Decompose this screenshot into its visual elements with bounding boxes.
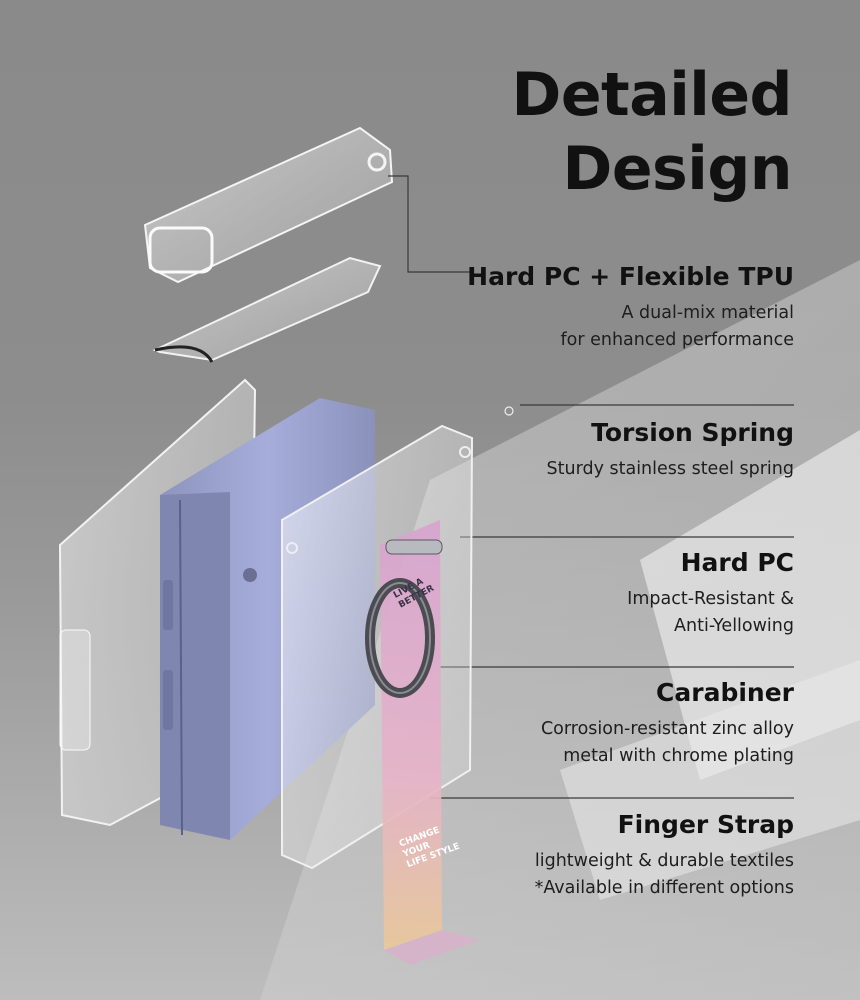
feature-line: Anti-Yellowing [674,616,794,636]
page-title: Detailed Design [511,58,793,206]
feature-line: Sturdy stainless steel spring [546,459,794,479]
feature-description: Corrosion-resistant zinc alloy metal wit… [474,716,794,770]
feature-line: Impact-Resistant & [627,589,794,609]
feature-line: lightweight & durable textiles [534,851,794,871]
hinge-cover-part [143,126,394,284]
leader-lines [388,175,794,799]
feature-heading: Hard PC + Flexible TPU [467,262,794,291]
feature-line: metal with chrome plating [563,746,794,766]
feature-description: lightweight & durable textiles *Availabl… [474,848,794,902]
feature-description: Sturdy stainless steel spring [494,456,794,483]
feature-hard-pc: Hard PC Impact-Resistant & Anti-Yellowin… [494,548,794,640]
feature-carabiner: Carabiner Corrosion-resistant zinc alloy… [474,678,794,770]
feature-torsion-spring: Torsion Spring Sturdy stainless steel sp… [494,418,794,483]
title-line-2: Design [562,134,793,204]
title-line-1: Detailed [511,60,793,130]
feature-description: A dual-mix material for enhanced perform… [464,300,794,354]
feature-description: Impact-Resistant & Anti-Yellowing [494,586,794,640]
feature-heading: Hard PC [680,548,794,577]
feature-heading: Finger Strap [617,810,794,839]
feature-line: *Available in different options [534,878,794,898]
feature-line: for enhanced performance [560,330,794,350]
feature-heading: Carabiner [656,678,794,707]
feature-heading: Torsion Spring [591,418,794,447]
feature-finger-strap: Finger Strap lightweight & durable texti… [474,810,794,902]
feature-hard-pc-flexible-tpu: Hard PC + Flexible TPU A dual-mix materi… [464,262,794,354]
feature-line: Corrosion-resistant zinc alloy [540,719,794,739]
carabiner-ring [365,539,443,698]
hinge-slide-part [152,256,382,363]
feature-line: A dual-mix material [621,303,794,323]
